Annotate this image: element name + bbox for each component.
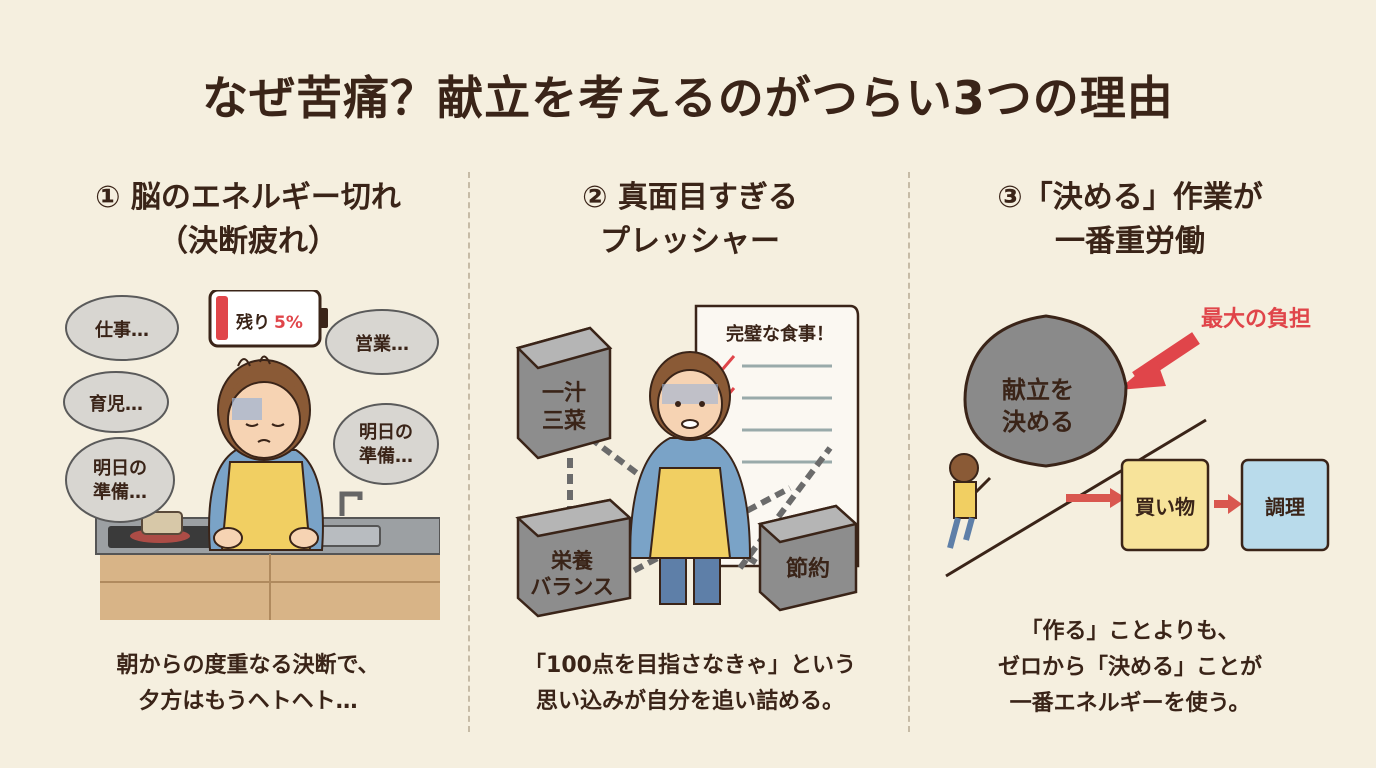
step-shopping-label: 買い物 (1135, 495, 1195, 519)
thought-text-tomorrow-b1: 明日の (359, 422, 413, 443)
boulder-line1: 献立を (1002, 376, 1074, 404)
weight-1-line2: 三菜 (542, 409, 586, 434)
low-battery-icon: 残り 5% (208, 288, 328, 348)
divider-left (468, 172, 470, 732)
thought-text-tomorrow-b2: 準備… (359, 445, 413, 467)
thought-text-tomorrow-a1: 明日の (93, 458, 147, 479)
weight-2-line1: 栄養 (550, 549, 594, 573)
page-title: なぜ苦痛？献立を考えるのがつらい3つの理由 (202, 71, 1174, 125)
pressure-illustration: 完璧な食事！ (510, 288, 870, 624)
burden-label: 最大の負担 (1201, 306, 1311, 332)
faucet-icon (339, 491, 363, 516)
red-arrow-down-icon (1118, 332, 1200, 390)
stressed-woman-icon (628, 351, 752, 605)
reason-1-title-line2: （決断疲れ） (158, 224, 338, 259)
battery-value: 5% (274, 313, 303, 333)
reason-1-title-line1: ① 脳のエネルギー切れ (95, 180, 401, 215)
boulder-icon: 献立を 決める (963, 314, 1128, 468)
arrow-right-icon (1066, 488, 1126, 508)
decision-fatigue-illustration: 残り 5% 仕事… 営業… 育児… 明日の 準備… (60, 288, 441, 620)
reason-3-caption-line2: ゼロから「決める」ことが (997, 655, 1262, 680)
paper-label: 完璧な食事！ (726, 323, 834, 345)
thought-text-sales: 営業… (355, 333, 409, 355)
battery-label: 残り (236, 312, 270, 333)
reason-3-caption-line3: 一番エネルギーを使う。 (1009, 691, 1251, 716)
decision-burden-illustration: 最大の負担 献立を 決める (926, 286, 1350, 586)
arrow-right-icon-2 (1214, 494, 1242, 514)
boulder-line2: 決める (1002, 408, 1074, 436)
thought-cloud-2: 営業… (325, 309, 439, 375)
thought-cloud-3: 育児… (63, 371, 169, 433)
pot-icon (141, 511, 183, 535)
reason-card-1: ① 脳のエネルギー切れ （決断疲れ） (28, 168, 468, 748)
thought-cloud-5: 明日の 準備… (333, 403, 439, 485)
weight-1-line1: 一汁 (542, 381, 586, 406)
reason-2-title-line1: ② 真面目すぎる (582, 180, 798, 215)
reason-1-caption-line2: 夕方はもうヘトヘト… (138, 689, 358, 714)
weight-block-3: 節約 (757, 504, 859, 612)
step-cooking-label: 調理 (1265, 495, 1305, 519)
thought-text-childcare: 育児… (89, 393, 143, 415)
shopping-step-box: 買い物 (1120, 458, 1210, 552)
reason-1-caption-line1: 朝からの度重なる決断で、 (116, 653, 380, 678)
thought-text-work: 仕事… (94, 319, 149, 341)
pushing-woman-icon (947, 453, 992, 549)
cooking-step-box: 調理 (1240, 458, 1330, 552)
reason-card-2: ② 真面目すぎる プレッシャー 完璧な食事！ (470, 168, 910, 748)
weight-block-1: 一汁 三菜 (515, 326, 613, 460)
weight-3-label: 節約 (786, 556, 830, 582)
thought-text-tomorrow-a2: 準備… (93, 481, 147, 503)
reason-3-title-line1: ③「決める」作業が (997, 180, 1263, 215)
divider-right (908, 172, 910, 732)
reason-3-title-line2: 一番重労働 (1055, 224, 1205, 259)
thought-cloud-1: 仕事… (65, 295, 179, 361)
reason-2-caption-line2: 思い込みが自分を追い詰める。 (535, 689, 844, 714)
reason-2-caption-line1: 「100点を目指さなきゃ」という (524, 653, 856, 678)
reason-3-caption-line1: 「作る」ことよりも、 (1020, 619, 1240, 644)
weight-block-2: 栄養 バランス (515, 498, 633, 618)
thought-cloud-4: 明日の 準備… (65, 437, 175, 523)
tired-woman-icon (208, 355, 324, 551)
weight-2-line2: バランス (530, 575, 614, 599)
reason-card-3: ③「決める」作業が 一番重労働 最大の負担 献立を 決める (910, 168, 1350, 748)
reason-2-title-line2: プレッシャー (600, 224, 780, 259)
